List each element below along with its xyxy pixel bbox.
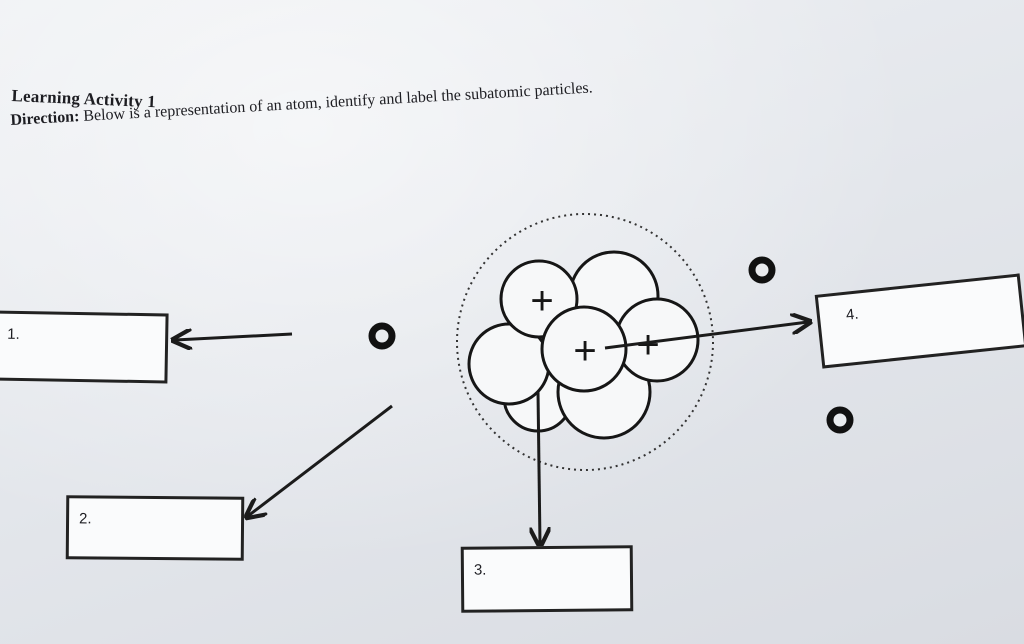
arrow-to-label-1 (175, 334, 293, 340)
electron-particle (368, 322, 396, 350)
answer-box-3[interactable]: 3. (460, 545, 634, 613)
answer-box-number: 3. (473, 561, 487, 579)
arrow-to-label-3 (538, 391, 540, 544)
pointer-arrows (175, 322, 808, 544)
electron-cloud-boundary (456, 213, 714, 471)
proton-plus-sign: + (530, 279, 553, 323)
arrow-to-label-2 (248, 404, 393, 516)
proton-plus-sign: + (636, 323, 659, 367)
answer-box-number: 2. (79, 510, 92, 528)
answer-box-number: 1. (7, 325, 20, 343)
electron-particle (748, 256, 776, 284)
answer-box-number: 4. (845, 305, 860, 324)
electrons (368, 256, 854, 434)
proton-charges: + + + (530, 279, 659, 373)
proton-plus-sign: + (573, 329, 596, 373)
arrow-to-label-4 (604, 322, 808, 350)
proton-particle (540, 305, 628, 393)
nucleus (467, 250, 700, 440)
answer-box-1[interactable]: 1. (0, 310, 169, 384)
electron-particle (826, 406, 854, 434)
answer-box-2[interactable]: 2. (65, 495, 245, 561)
